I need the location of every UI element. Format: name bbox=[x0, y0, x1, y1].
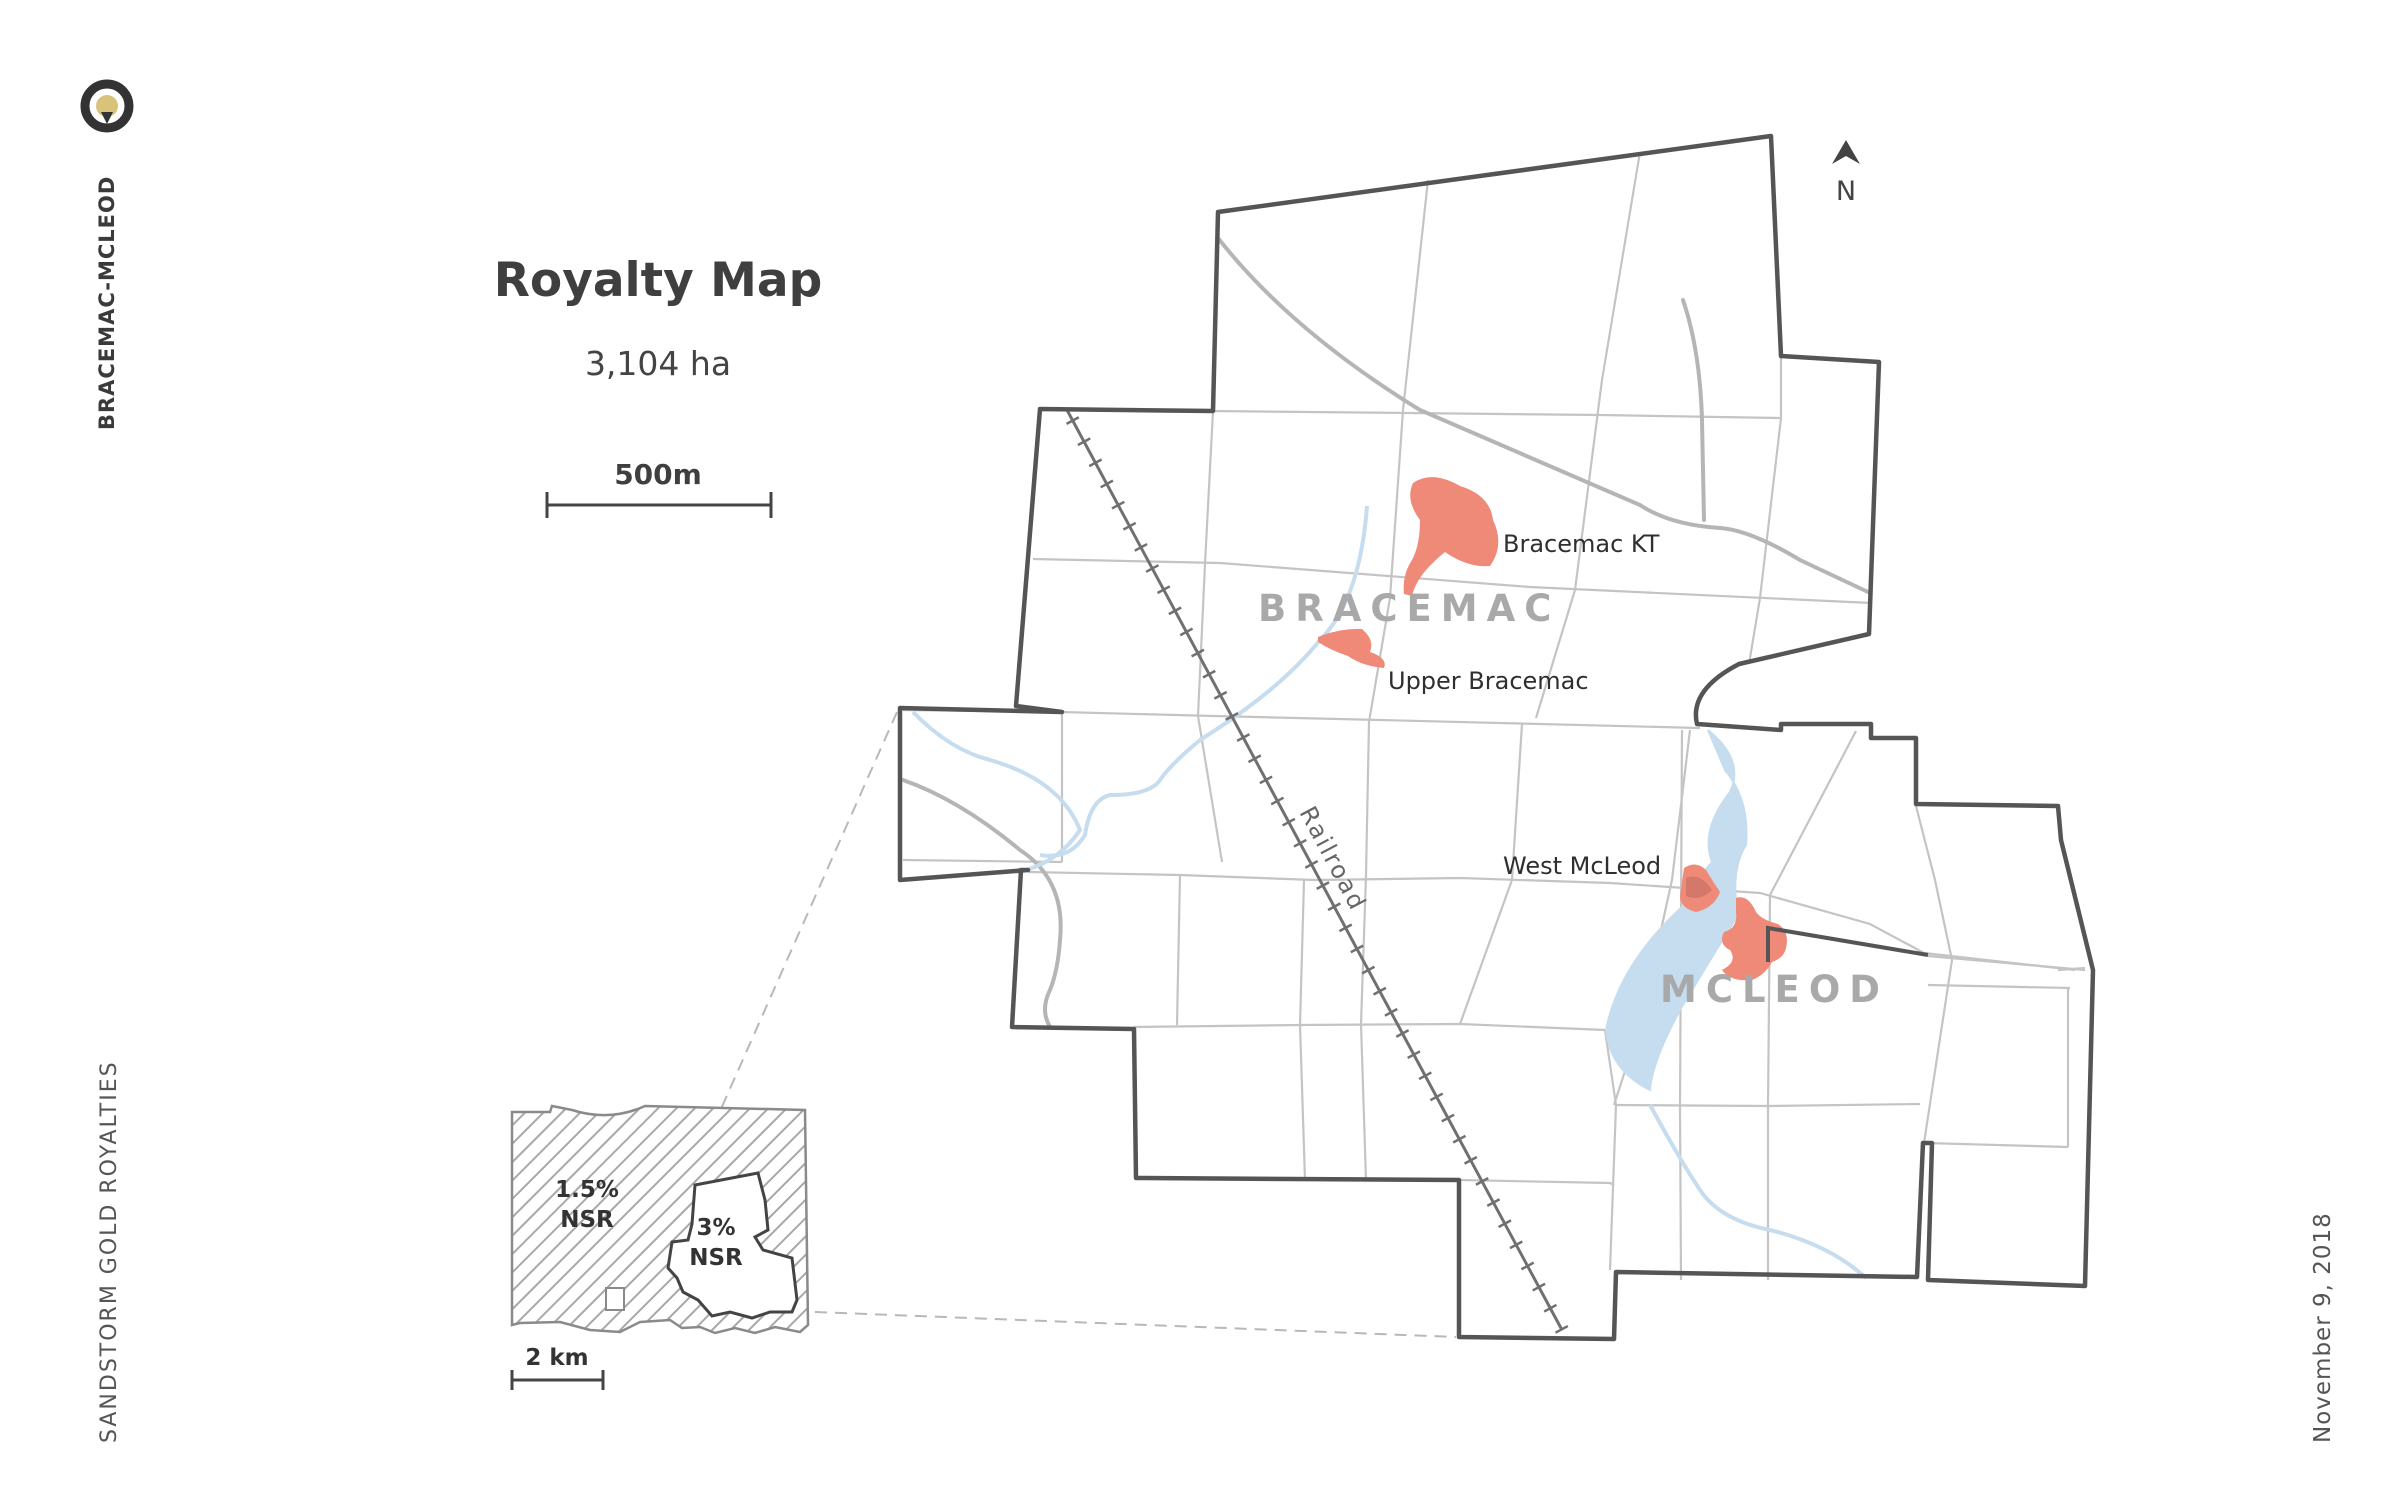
property-area: 3,104 ha bbox=[585, 344, 731, 383]
inset-royalty-map: 1.5% NSR 3% NSR bbox=[510, 1104, 810, 1335]
railroad-tie bbox=[1338, 923, 1353, 933]
railroad-tie bbox=[1145, 564, 1160, 573]
railroad-tie bbox=[1463, 1155, 1478, 1165]
map-date: November 9, 2018 bbox=[2310, 1212, 2336, 1443]
railroad-tie bbox=[1316, 881, 1330, 890]
railroad-tie bbox=[1270, 796, 1285, 806]
railroad-tie bbox=[1372, 986, 1387, 996]
railroad-tie bbox=[1304, 859, 1319, 869]
north-arrow-icon: N bbox=[1832, 140, 1860, 207]
roads bbox=[901, 236, 1870, 1029]
railroad-tie bbox=[1088, 458, 1103, 468]
railroad-tie bbox=[1452, 1134, 1467, 1144]
area-label-mcleod: MCLEOD bbox=[1660, 968, 1889, 1011]
railroad-tie bbox=[1532, 1282, 1546, 1292]
railroad-tie bbox=[1100, 479, 1114, 489]
railroad-tie bbox=[1168, 606, 1182, 616]
railroad-tie bbox=[1429, 1092, 1444, 1102]
inset-inner-royalty-type: NSR bbox=[689, 1245, 743, 1271]
railroad-tie bbox=[1486, 1198, 1501, 1207]
deposit-label-bracemac-kt: Bracemac KT bbox=[1503, 530, 1660, 558]
inset-leader-lines bbox=[704, 711, 1457, 1338]
inset-inner-royalty-rate: 3% bbox=[696, 1215, 735, 1241]
property-boundary bbox=[897, 133, 2096, 1342]
scale-bar: 500m bbox=[545, 458, 773, 518]
deposit-mcleod bbox=[1722, 897, 1787, 981]
inset-outer-royalty-rate: 1.5% bbox=[555, 1177, 619, 1203]
railroad-tie bbox=[1122, 521, 1137, 531]
deposit-overlap bbox=[1686, 876, 1712, 898]
inset-inner-royalty bbox=[666, 1171, 799, 1320]
north-label: N bbox=[1836, 176, 1856, 207]
railroad-tie bbox=[1225, 712, 1239, 721]
railroad-tie bbox=[1543, 1303, 1558, 1313]
railroad-tie bbox=[1134, 542, 1148, 552]
railroad-tie bbox=[1259, 775, 1273, 785]
scale-bar-label: 500m bbox=[614, 458, 702, 491]
deposit-label-west-mcleod: West McLeod bbox=[1503, 852, 1661, 880]
railroad-tie bbox=[1350, 944, 1364, 954]
railroad-tie bbox=[1156, 585, 1171, 595]
sidebar-company: SANDSTORM GOLD ROYALTIES bbox=[97, 1060, 122, 1443]
deposit-label-upper-bracemac: Upper Bracemac bbox=[1388, 667, 1589, 695]
railroad-tie bbox=[1441, 1113, 1455, 1123]
water-features bbox=[911, 505, 1868, 1280]
property-area-fill bbox=[900, 136, 2093, 1339]
inset-outer-royalty-type: NSR bbox=[560, 1207, 614, 1233]
railroad-tie bbox=[1384, 1007, 1398, 1017]
railroad-tie bbox=[1475, 1177, 1489, 1186]
railroad-tie bbox=[1236, 733, 1251, 743]
railroad-tie bbox=[1065, 416, 1080, 425]
railroad-tie bbox=[1293, 838, 1307, 848]
railroad-tie bbox=[1509, 1240, 1523, 1250]
railroad-tie bbox=[1077, 437, 1091, 447]
railroad-tie bbox=[1202, 669, 1216, 679]
railroad-tie bbox=[1498, 1219, 1512, 1229]
brand-logo bbox=[80, 79, 134, 133]
railroad-tie bbox=[1327, 902, 1341, 912]
inner-boundary-notch bbox=[1766, 925, 1929, 962]
railroad-tie bbox=[1213, 690, 1228, 700]
lot-grid bbox=[902, 151, 2086, 1281]
railroad-tie bbox=[1407, 1050, 1421, 1060]
page-title: Royalty Map bbox=[494, 253, 823, 308]
railroad-tie bbox=[1554, 1324, 1569, 1334]
railroad-tie bbox=[1520, 1261, 1535, 1271]
railroad-tie bbox=[1179, 627, 1194, 637]
sidebar-brand: BRACEMAC-MCLEOD bbox=[95, 176, 119, 430]
inset-scale-bar: 2 km bbox=[510, 1345, 605, 1390]
deposit-upper-bracemac bbox=[1318, 628, 1385, 668]
inset-scale-label: 2 km bbox=[525, 1345, 588, 1371]
railroad-tie bbox=[1247, 754, 1262, 764]
railroad-tie bbox=[1361, 965, 1376, 975]
railroad-tie bbox=[1281, 817, 1296, 827]
railroad-tie bbox=[1191, 648, 1205, 658]
railroad-tie bbox=[1395, 1029, 1410, 1038]
area-label-bracemac: BRACEMAC bbox=[1258, 587, 1560, 630]
railroad-tie bbox=[1418, 1071, 1432, 1081]
railroad-tie bbox=[1111, 500, 1125, 510]
deposit-bracemac-kt bbox=[1403, 477, 1499, 596]
